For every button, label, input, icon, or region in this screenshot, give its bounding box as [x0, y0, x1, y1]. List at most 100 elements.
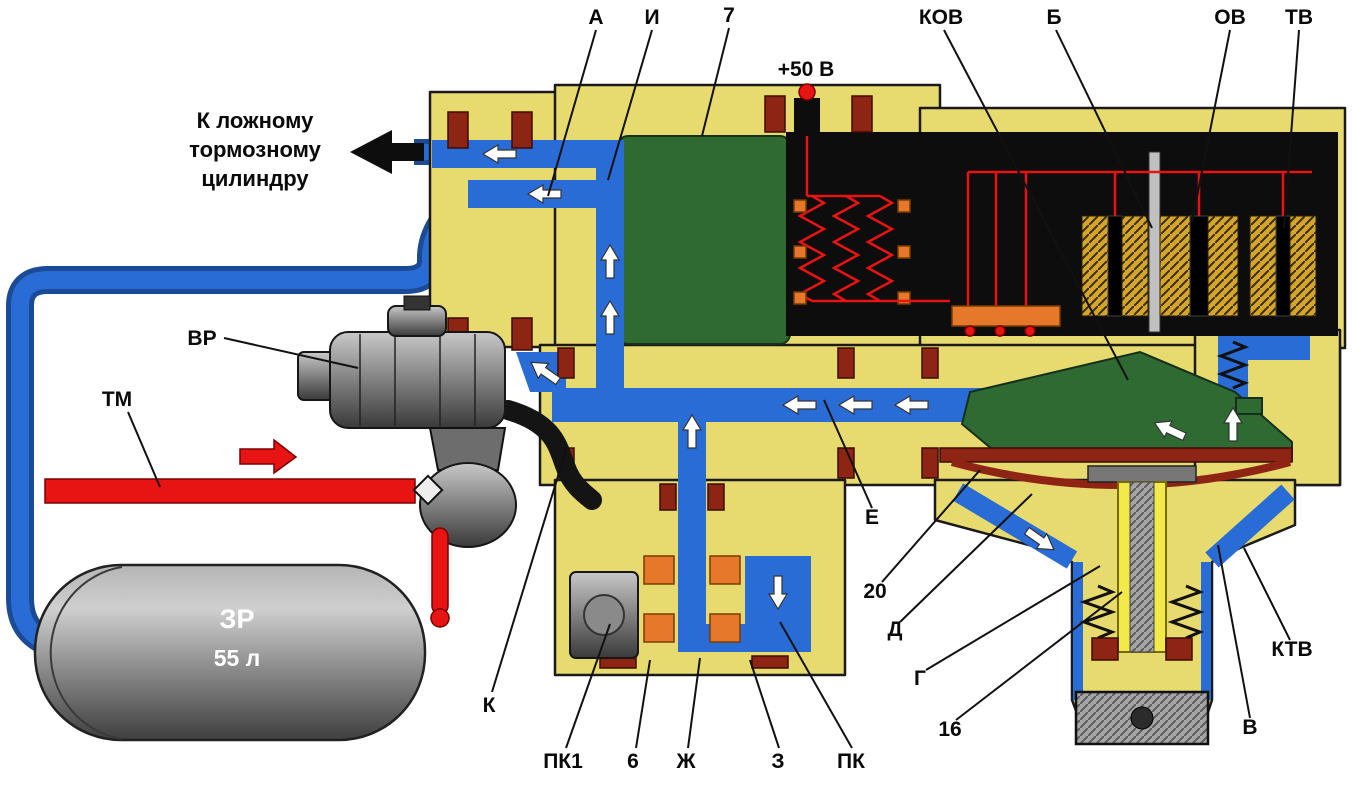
leader-d: [899, 493, 1033, 623]
terminal-50v: [794, 83, 820, 136]
body-left-column: [428, 90, 562, 349]
seal-gasket: [921, 447, 939, 479]
brake-valve-piston: [1074, 481, 1210, 746]
electro-chamber: [786, 104, 1338, 337]
seal-gasket: [921, 347, 939, 379]
vr-main-body: [329, 331, 506, 429]
piston-seal-ring: [1091, 637, 1119, 661]
terminal-dot: [1024, 325, 1036, 337]
label-ov: ОВ: [1214, 6, 1246, 29]
leader-zh: [687, 657, 701, 749]
armature-plate: [1148, 151, 1161, 333]
coil-core: [1107, 215, 1123, 317]
label-a: А: [588, 6, 603, 29]
cock-handle: [431, 527, 449, 615]
piston-spring-right: [1167, 584, 1205, 640]
switch-piston-assembly: [569, 555, 741, 659]
resistor-pad: [897, 199, 911, 213]
leader-g: [925, 565, 1101, 671]
vr-outlet-pipe: [498, 400, 602, 510]
piston-rod-core: [1129, 481, 1155, 653]
leader-v: [1217, 544, 1251, 719]
gaskets: [447, 95, 939, 669]
coil-winding: [1249, 215, 1277, 317]
leader-z: [749, 659, 780, 749]
seal-gasket: [557, 347, 575, 379]
resistor-zigzag: [865, 194, 895, 303]
leader-ov: [1191, 29, 1231, 223]
leader-pk: [779, 621, 853, 749]
coil-winding: [1159, 215, 1191, 317]
label-kov: КОВ: [919, 6, 963, 29]
labels: А И 7 КОВ Б ОВ ТВ +50 В К ложному тормоз…: [102, 4, 1313, 773]
resistor-pad: [897, 245, 911, 259]
tank-label: ЗР: [220, 604, 255, 634]
seal-gasket: [511, 111, 533, 149]
tank-volume-label: 55 л: [214, 645, 261, 671]
piston-seal: [643, 613, 675, 643]
label-e: Е: [865, 506, 879, 529]
leader-tv: [1283, 29, 1300, 229]
seal-gasket: [764, 95, 786, 133]
piston-seal: [643, 555, 675, 585]
tank-body: [33, 563, 427, 742]
label-tv: ТВ: [1285, 6, 1313, 29]
label-z: З: [771, 750, 784, 773]
label-16: 16: [938, 718, 961, 741]
terminal-ball: [798, 83, 816, 101]
seal-gasket: [837, 347, 855, 379]
vr-top-bolt: [403, 295, 431, 311]
seal-gasket: [659, 483, 677, 511]
seal-gasket: [707, 483, 725, 511]
cock-body: [419, 462, 517, 548]
solenoid-coils: [1081, 151, 1317, 333]
label-vr: ВР: [187, 327, 216, 350]
ktv-spring: [1216, 340, 1250, 390]
port-note-line1: К ложному: [197, 108, 314, 133]
resistor-pad: [793, 291, 807, 305]
label-zh: Ж: [676, 750, 697, 773]
piston-bottom-bolt: [1130, 706, 1154, 730]
label-tm: ТМ: [102, 388, 132, 411]
vr-ribs: [359, 334, 476, 426]
label-pk: ПК: [837, 750, 865, 773]
channel-dome-right-diagonal: [1205, 484, 1295, 568]
leader-6: [635, 659, 651, 749]
label-i: И: [644, 6, 659, 29]
leader-kov: [943, 29, 1129, 381]
port-note-line2: тормозному: [189, 137, 322, 162]
coil-core: [1275, 215, 1291, 317]
terminal-stem: [794, 98, 820, 136]
ktv-valve-seat: [1235, 397, 1263, 415]
cock-square-nut: [412, 474, 444, 506]
label-ktv: КТВ: [1271, 638, 1312, 661]
terminal-dot: [994, 325, 1006, 337]
brake-main-pipe: [44, 438, 416, 504]
leader-a: [547, 29, 597, 197]
tank-endcap-line: [49, 566, 123, 740]
port-arrow: [350, 130, 424, 174]
terminal-dot: [964, 325, 976, 337]
seal-gasket: [511, 317, 533, 351]
seal-gasket: [851, 95, 873, 133]
seal-gasket: [447, 111, 469, 149]
label-k: К: [483, 694, 496, 717]
channel-ktv-elbow: [1248, 336, 1310, 360]
piston-seal: [709, 613, 741, 643]
leader-pk1: [565, 623, 611, 749]
reservoir-tank: ЗР 55 л: [33, 563, 427, 742]
resistor-zigzag: [797, 194, 827, 303]
leader-e: [823, 399, 873, 509]
cock-neck: [428, 427, 507, 471]
piston-seal: [709, 555, 741, 585]
leader-20: [881, 469, 981, 583]
leader-k: [491, 449, 567, 693]
terminal-block: [951, 305, 1061, 327]
air-distributor-vr: [297, 295, 602, 628]
coil-core: [1189, 215, 1209, 317]
coil-winding: [1289, 215, 1317, 317]
leader-tm: [127, 411, 161, 488]
leader-b: [1055, 29, 1153, 229]
